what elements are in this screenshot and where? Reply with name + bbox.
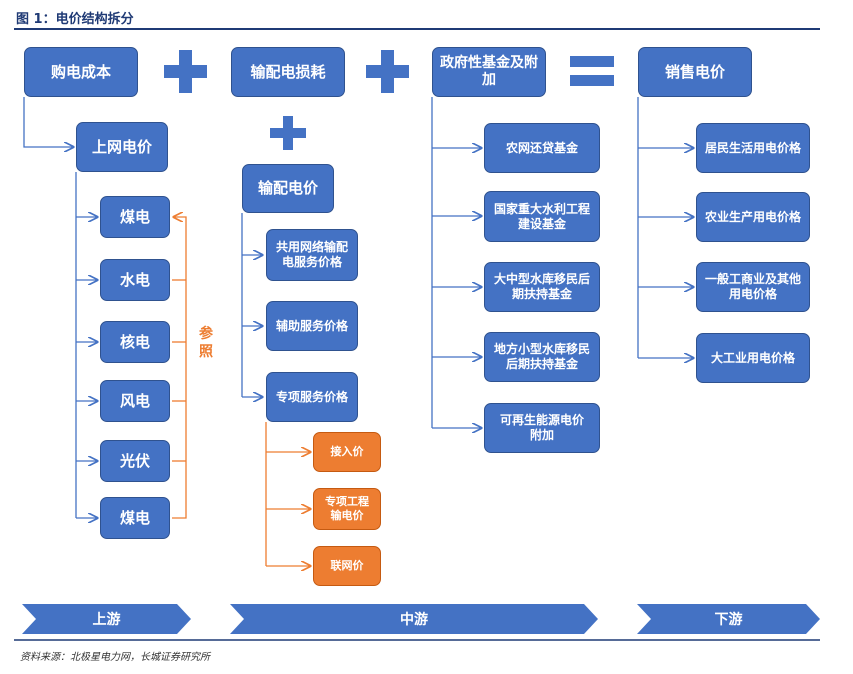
upstream-label: 上游 [92, 612, 121, 628]
source-note: 资料来源：北极星电力网，长城证券研究所 [20, 652, 210, 663]
transmission-price-box: 输配电价 [242, 164, 334, 213]
source-solar-box: 光伏 [100, 440, 170, 482]
source-coal-box: 煤电 [100, 497, 170, 539]
source-wind-box: 风电 [100, 380, 170, 422]
midstream-chevron [230, 604, 598, 634]
agricultural-price-box: 农业生产用电价格 [696, 192, 810, 242]
shared-network-price-box: 共用网络输配电服务价格 [266, 229, 358, 281]
transmission-loss-box: 输配电损耗 [231, 47, 345, 97]
figure-title-bar: 图 1：电价结构拆分 [14, 6, 820, 30]
upstream-chevron [22, 604, 191, 634]
grid-price-box: 上网电价 [76, 122, 168, 172]
downstream-chevron [637, 604, 820, 634]
purchase-cost-box: 购电成本 [24, 47, 138, 97]
midstream-label: 中游 [400, 612, 428, 628]
gov-fund-box: 政府性基金及附加 [432, 47, 546, 97]
equals-icon [570, 56, 614, 67]
water-project-fund-box: 国家重大水利工程建设基金 [484, 191, 600, 242]
source-coal-box: 煤电 [100, 196, 170, 238]
sales-price-box: 销售电价 [638, 47, 752, 97]
large-reservoir-fund-box: 大中型水库移民后期扶持基金 [484, 262, 600, 312]
interconnection-price-box: 联网价 [313, 546, 381, 586]
commercial-price-box: 一般工商业及其他用电价格 [696, 262, 810, 312]
figure-title: 图 1：电价结构拆分 [16, 12, 134, 27]
downstream-label: 下游 [714, 612, 743, 628]
residential-price-box: 居民生活用电价格 [696, 123, 810, 173]
source-hydro-box: 水电 [100, 259, 170, 301]
source-nuclear-box: 核电 [100, 321, 170, 363]
special-service-price-box: 专项服务价格 [266, 372, 358, 422]
access-price-box: 接入价 [313, 432, 381, 472]
renewable-surcharge-box: 可再生能源电价附加 [484, 403, 600, 453]
small-reservoir-fund-box: 地方小型水库移民后期扶持基金 [484, 332, 600, 382]
special-project-price-box: 专项工程输电价 [313, 488, 381, 530]
auxiliary-service-price-box: 辅助服务价格 [266, 301, 358, 351]
reference-label: 参照 [199, 326, 213, 360]
large-industry-price-box: 大工业用电价格 [696, 333, 810, 383]
rural-grid-fund-box: 农网还贷基金 [484, 123, 600, 173]
